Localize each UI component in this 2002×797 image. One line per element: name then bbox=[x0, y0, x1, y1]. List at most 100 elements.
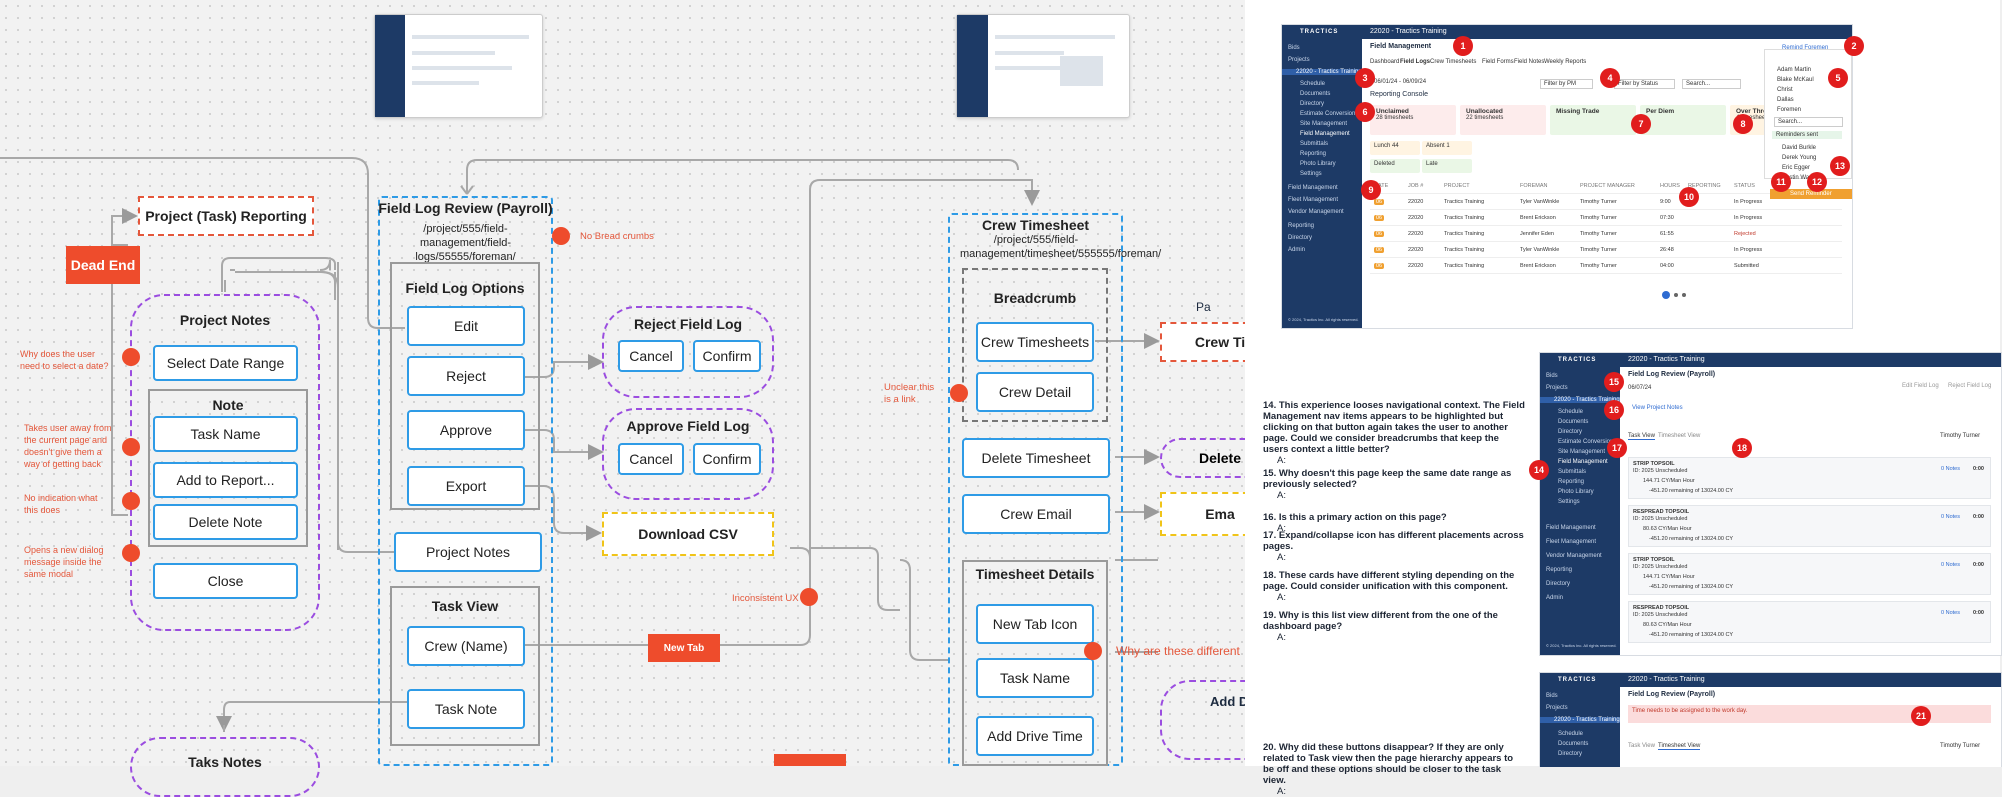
project-notes-button[interactable]: Project Notes bbox=[394, 532, 542, 572]
person-item[interactable]: Dallas bbox=[1777, 97, 1794, 103]
card-notes-link[interactable]: 0 Notes bbox=[1941, 610, 1960, 616]
person-item[interactable]: Foremen bbox=[1777, 107, 1802, 113]
sidebar-item[interactable]: Documents bbox=[1300, 91, 1331, 97]
screenshot-thumbnail-2[interactable] bbox=[956, 14, 1130, 118]
sidebar-item[interactable]: Fleet Management bbox=[1546, 539, 1597, 545]
tab-active[interactable]: Timesheet View bbox=[1658, 743, 1701, 750]
task-name-button-2[interactable]: Task Name bbox=[976, 658, 1094, 698]
crew-email-button[interactable]: Crew Email bbox=[962, 494, 1110, 534]
search-input[interactable]: Search... bbox=[1682, 79, 1742, 89]
sidebar-item[interactable]: Field Management bbox=[1558, 459, 1608, 465]
sidebar-item[interactable]: Field Management bbox=[1288, 185, 1338, 191]
project-task-reporting-node[interactable]: Project (Task) Reporting bbox=[138, 196, 314, 236]
crew-timesheets-button[interactable]: Crew Timesheets bbox=[976, 322, 1094, 362]
chip-lunch[interactable]: Lunch 44 bbox=[1370, 141, 1420, 155]
card-notes-link[interactable]: 0 Notes bbox=[1941, 562, 1960, 568]
download-csv-node[interactable]: Download CSV bbox=[602, 512, 774, 556]
sidebar-item-active[interactable]: 22020 - Tractics Training bbox=[1282, 69, 1362, 75]
task-note-button[interactable]: Task Note bbox=[407, 689, 525, 729]
tab[interactable]: Timesheet View bbox=[1658, 433, 1701, 439]
filter-pm-select[interactable]: Filter by PM bbox=[1540, 79, 1594, 89]
remind-foremen-link[interactable]: Remind Foremen bbox=[1782, 45, 1829, 51]
popup-person[interactable]: Austin Warber bbox=[1782, 175, 1820, 181]
question-answer[interactable]: A: bbox=[1277, 632, 1286, 643]
field-log-review-error-screenshot[interactable]: TRACTICS Bids Projects 22020 - Tractics … bbox=[1539, 672, 2002, 767]
chip-late[interactable]: Late bbox=[1422, 159, 1472, 173]
sidebar-item-active[interactable]: 22020 - Tractics Training bbox=[1540, 717, 1620, 723]
add-to-report-button[interactable]: Add to Report... bbox=[153, 462, 298, 498]
sidebar-item[interactable]: Directory bbox=[1558, 429, 1583, 435]
chip-deleted[interactable]: Deleted bbox=[1370, 159, 1420, 173]
sidebar-item[interactable]: Directory bbox=[1558, 751, 1583, 757]
add-drive-time-button[interactable]: Add Drive Time bbox=[976, 716, 1094, 756]
tab[interactable]: Dashboard bbox=[1370, 59, 1400, 65]
new-tab-icon-button[interactable]: New Tab Icon bbox=[976, 604, 1094, 644]
sidebar-item[interactable]: Projects bbox=[1546, 705, 1568, 711]
sidebar-item[interactable]: Site Management bbox=[1558, 449, 1606, 455]
sidebar-item[interactable]: Bids bbox=[1546, 373, 1558, 379]
sidebar-item[interactable]: Directory bbox=[1288, 235, 1313, 241]
tab[interactable]: Field Forms bbox=[1482, 59, 1514, 65]
field-log-review-screenshot[interactable]: TRACTICS Bids Projects 22020 - Tractics … bbox=[1539, 352, 2002, 656]
sidebar-item[interactable]: Fleet Management bbox=[1288, 197, 1339, 203]
sidebar-item[interactable]: Photo Library bbox=[1300, 161, 1336, 167]
delete-note-button[interactable]: Delete Note bbox=[153, 504, 298, 540]
sidebar-item[interactable]: Submittals bbox=[1300, 141, 1329, 147]
pagination-dots[interactable] bbox=[1662, 291, 1692, 299]
question-answer[interactable]: A: bbox=[1277, 592, 1286, 603]
tab[interactable]: Task View bbox=[1628, 743, 1655, 749]
filter-status-select[interactable]: Filter by Status bbox=[1614, 79, 1676, 89]
approve-confirm-button[interactable]: Confirm bbox=[693, 443, 761, 475]
crew-name-button[interactable]: Crew (Name) bbox=[407, 626, 525, 666]
sidebar-item[interactable]: Schedule bbox=[1558, 731, 1584, 737]
stat-missing-trade[interactable]: Missing Trade bbox=[1550, 105, 1636, 135]
sidebar-item[interactable]: Field Management bbox=[1300, 131, 1350, 137]
sidebar-item[interactable]: Projects bbox=[1288, 57, 1310, 63]
approve-button[interactable]: Approve bbox=[407, 410, 525, 450]
select-date-range-button[interactable]: Select Date Range bbox=[153, 345, 298, 381]
stat-per-diem[interactable]: Per Diem bbox=[1640, 105, 1726, 135]
sidebar-item[interactable]: Reporting bbox=[1300, 151, 1327, 157]
reject-field-log-button[interactable]: Reject Field Log bbox=[1948, 383, 1992, 389]
sidebar-item[interactable]: Reporting bbox=[1558, 479, 1585, 485]
screenshot-thumbnail-1[interactable] bbox=[374, 14, 543, 118]
question-answer[interactable]: A: bbox=[1277, 455, 1286, 466]
question-answer[interactable]: A: bbox=[1277, 490, 1286, 501]
send-reminder-button[interactable]: Send Reminder bbox=[1770, 189, 1852, 199]
sidebar-item[interactable]: Vendor Management bbox=[1546, 553, 1602, 559]
date-value[interactable]: 06/07/24 bbox=[1628, 385, 1652, 391]
crew-detail-button[interactable]: Crew Detail bbox=[976, 372, 1094, 412]
field-management-screenshot[interactable]: TRACTICS Bids Projects 22020 - Tractics … bbox=[1281, 24, 1853, 329]
person-item[interactable]: Blake McKaul bbox=[1777, 77, 1814, 83]
reject-cancel-button[interactable]: Cancel bbox=[618, 340, 684, 372]
view-project-notes-link[interactable]: View Project Notes bbox=[1632, 405, 1683, 411]
sidebar-item[interactable]: Bids bbox=[1546, 693, 1558, 699]
question-answer[interactable]: A: bbox=[1277, 786, 1286, 797]
popup-person[interactable]: Derek Young bbox=[1782, 155, 1817, 161]
person-item[interactable]: Adam Martin bbox=[1777, 67, 1812, 73]
approve-cancel-button[interactable]: Cancel bbox=[618, 443, 684, 475]
sidebar-item[interactable]: Site Management bbox=[1300, 121, 1348, 127]
sidebar-item[interactable]: Documents bbox=[1558, 419, 1589, 425]
sidebar-item[interactable]: Admin bbox=[1288, 247, 1306, 253]
reject-confirm-button[interactable]: Confirm bbox=[693, 340, 761, 372]
tab[interactable]: Weekly Reports bbox=[1544, 59, 1587, 65]
flow-diagram-canvas[interactable]: Project (Task) Reporting Dead End Projec… bbox=[0, 0, 1280, 797]
popup-person[interactable]: David Burkle bbox=[1782, 145, 1817, 151]
card-notes-link[interactable]: 0 Notes bbox=[1941, 466, 1960, 472]
sidebar-item[interactable]: Schedule bbox=[1300, 81, 1326, 87]
popup-person[interactable]: Eric Egger bbox=[1782, 165, 1811, 171]
reject-button[interactable]: Reject bbox=[407, 356, 525, 396]
sidebar-item[interactable]: Reporting bbox=[1546, 567, 1573, 573]
task-name-button[interactable]: Task Name bbox=[153, 416, 298, 452]
tab[interactable]: Field Notes bbox=[1514, 59, 1545, 65]
